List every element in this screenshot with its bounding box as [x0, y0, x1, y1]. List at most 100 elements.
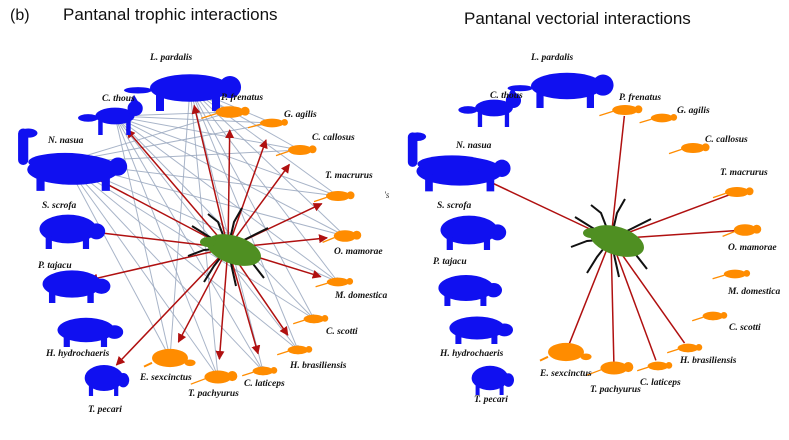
trophic-link-c-thous-c-scotti — [114, 115, 315, 320]
species-label: T. pecari — [474, 395, 508, 405]
trophic-link-n-nasua-e-sexcinctus — [64, 161, 171, 359]
vector-head — [200, 237, 216, 247]
coati-icon — [407, 132, 511, 192]
rodent-icon — [275, 144, 317, 157]
trophic-link-c-thous-h-brasiliensis — [114, 115, 299, 351]
species-label: H. brasiliensis — [289, 361, 347, 371]
species-node-t-macrurus: T. macrurus — [712, 168, 768, 199]
species-label: C. laticeps — [244, 379, 285, 389]
species-node-h-brasiliensis: H. brasiliensis — [666, 343, 737, 366]
species-label: M. domestica — [727, 287, 780, 297]
rodent-icon — [722, 224, 762, 238]
link-c-laticeps — [610, 238, 657, 361]
species-node-c-scotti: C. scotti — [691, 311, 761, 333]
link-t-pachyurus — [610, 238, 615, 363]
rodent-icon — [636, 361, 673, 372]
species-label: H. brasiliensis — [679, 356, 737, 366]
species-label: T. pachyurus — [590, 385, 641, 395]
species-label: C. scotti — [326, 327, 358, 337]
species-node-h-hydrochaeris: H. hydrochaeris — [439, 316, 513, 359]
trophic-link-c-thous-m-domestica — [114, 115, 339, 283]
link-c-thous — [126, 128, 229, 249]
species-label: G. agilis — [284, 110, 317, 120]
triatomine-bug-icon — [187, 207, 269, 287]
species-label: C. thous — [490, 91, 523, 101]
species-label: S. scrofa — [437, 201, 472, 211]
rodent-icon — [276, 345, 313, 356]
link-t-pecari — [115, 247, 229, 366]
rodent-icon — [666, 343, 703, 354]
fox-icon — [78, 94, 143, 135]
species-node-g-agilis: G. agilis — [247, 110, 317, 129]
link-p-tajacu — [88, 247, 229, 283]
triatomine-bug-icon — [570, 198, 652, 278]
rodent-icon — [668, 142, 710, 155]
vector-node — [570, 198, 652, 278]
link-p-frenatus — [610, 115, 626, 240]
link-e-sexcinctus — [567, 238, 612, 347]
species-label: H. hydrochaeris — [45, 349, 110, 359]
rodent-icon — [241, 366, 278, 377]
trophic-link-n-nasua-m-domestica — [64, 161, 339, 283]
trophic-link-c-thous-o-mamorae — [114, 115, 346, 237]
species-node-t-pachyurus: T. pachyurus — [188, 370, 239, 399]
species-node-p-tajacu: P. tajacu — [38, 261, 111, 303]
species-label: M. domestica — [334, 291, 387, 301]
boar-icon — [440, 215, 507, 250]
species-node-n-nasua: N. nasua — [407, 132, 511, 192]
species-label: S. scrofa — [42, 201, 77, 211]
trophic-link-c-thous-t-macrurus — [114, 115, 339, 197]
opossum-icon — [712, 269, 751, 280]
species-label: N. nasua — [47, 136, 84, 146]
species-node-p-frenatus: P. frenatus — [201, 93, 263, 120]
species-node-o-mamorae: O. mamorae — [322, 230, 383, 257]
species-node-c-scotti: C. scotti — [292, 314, 358, 337]
species-label: C. callosus — [705, 135, 748, 145]
trophic-link-n-nasua-t-pachyurus — [64, 161, 219, 378]
species-node-h-hydrochaeris: H. hydrochaeris — [45, 317, 124, 359]
ocelot-icon — [507, 72, 614, 108]
trophic-link-l-pardalis-c-scotti — [189, 87, 315, 320]
opossum-icon — [586, 361, 634, 376]
vector-body — [207, 234, 261, 266]
species-node-o-mamorae: O. mamorae — [722, 224, 777, 253]
species-label: T. pachyurus — [188, 389, 239, 399]
capybara-icon — [57, 317, 124, 347]
species-node-l-pardalis: L. pardalis — [507, 53, 614, 108]
species-node-c-thous: C. thous — [458, 86, 523, 127]
opossum-icon — [190, 370, 238, 385]
species-label: E. sexcinctus — [539, 369, 592, 379]
link-c-laticeps — [227, 247, 261, 355]
rodent-icon — [313, 190, 355, 203]
species-label: T. macrurus — [325, 171, 373, 181]
species-node-p-frenatus: P. frenatus — [599, 93, 661, 117]
vector-head — [583, 228, 599, 238]
rodent-icon — [599, 104, 643, 117]
species-label: C. laticeps — [640, 378, 681, 388]
trophic-link-l-pardalis-h-brasiliensis — [189, 87, 299, 351]
link-t-macrurus — [610, 193, 732, 240]
species-label: P. frenatus — [221, 93, 263, 103]
vector-body — [590, 225, 644, 257]
species-node-c-callosus: C. callosus — [668, 135, 748, 155]
rodent-icon — [322, 230, 362, 244]
link-t-pachyurus — [215, 247, 229, 360]
species-node-g-agilis: G. agilis — [639, 106, 710, 124]
left-panel-title: Pantanal trophic interactions — [63, 5, 278, 24]
trophic-link-c-thous-e-sexcinctus — [114, 115, 172, 359]
rodent-icon — [712, 186, 754, 199]
armadillo-icon — [539, 342, 592, 362]
species-label: N. nasua — [455, 141, 492, 151]
boar-icon — [39, 214, 106, 249]
species-node-e-sexcinctus: E. sexcinctus — [539, 342, 592, 379]
species-node-c-thous: C. thous — [78, 94, 143, 135]
panel-label: (b) — [10, 7, 30, 24]
opossum-icon — [247, 118, 288, 129]
species-label: T. pecari — [88, 405, 122, 415]
species-node-p-tajacu: P. tajacu — [433, 257, 502, 306]
right-panel-title: Pantanal vectorial interactions — [464, 9, 691, 28]
species-node-e-sexcinctus: E. sexcinctus — [139, 348, 196, 383]
species-node-c-laticeps: C. laticeps — [636, 361, 681, 388]
